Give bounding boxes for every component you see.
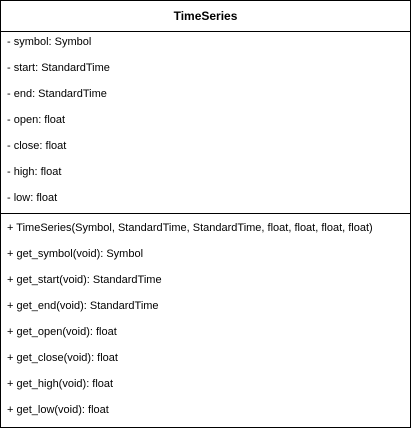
attribute-row: - open: float: [7, 114, 66, 126]
operation-row: + get_open(void): float: [7, 326, 117, 338]
attributes-section: - symbol: Symbol - start: StandardTime -…: [1, 32, 410, 214]
operations-section: + TimeSeries(Symbol, StandardTime, Stand…: [1, 218, 410, 426]
section-divider: [1, 213, 410, 214]
attribute-row: - low: float: [7, 192, 58, 204]
operation-row: + get_start(void): StandardTime: [7, 274, 162, 286]
attribute-row: - high: float: [7, 166, 62, 178]
operation-row: + get_end(void): StandardTime: [7, 300, 159, 312]
operation-row: + get_high(void): float: [7, 378, 114, 390]
header-divider: [1, 31, 410, 32]
attribute-row: - start: StandardTime: [7, 62, 110, 74]
operation-row: + get_close(void): float: [7, 352, 118, 364]
attribute-row: - symbol: Symbol: [7, 36, 92, 48]
operation-row: + get_low(void): float: [7, 404, 109, 416]
operation-row: + TimeSeries(Symbol, StandardTime, Stand…: [7, 222, 373, 234]
operation-row: + get_symbol(void): Symbol: [7, 248, 144, 260]
attribute-row: - end: StandardTime: [7, 88, 107, 100]
class-name: TimeSeries: [173, 9, 238, 23]
attribute-row: - close: float: [7, 140, 67, 152]
